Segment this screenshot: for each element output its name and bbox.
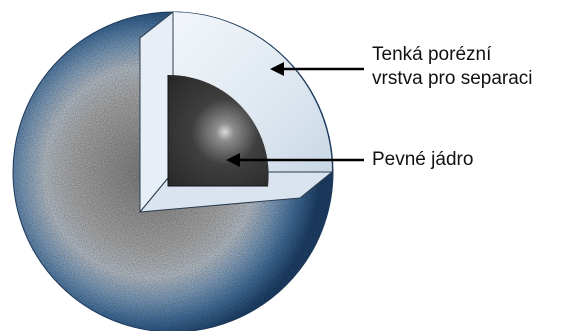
core-label: Pevné jádro bbox=[372, 148, 473, 172]
shell-label: Tenká porézní vrstva pro separaci bbox=[372, 43, 533, 91]
shell-label-line2: vrstva pro separaci bbox=[372, 67, 533, 91]
shell-label-line1: Tenká porézní bbox=[372, 43, 533, 67]
